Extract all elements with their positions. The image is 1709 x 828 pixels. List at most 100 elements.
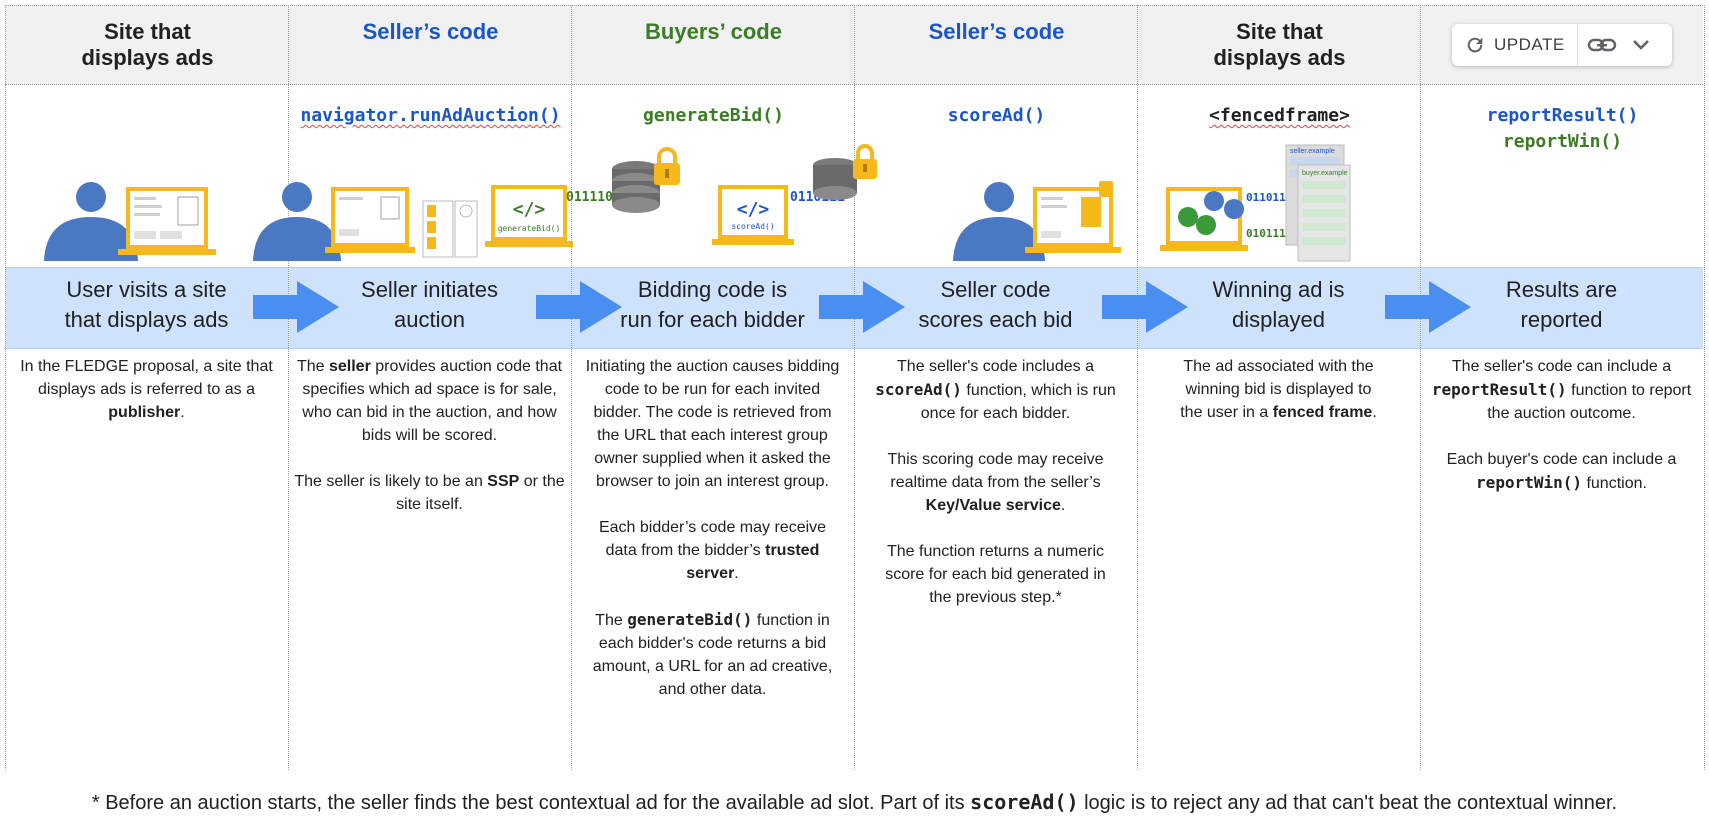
code-term: scoreAd() (875, 380, 962, 399)
description-paragraph: The ad associated with the winning bid i… (1180, 355, 1377, 424)
text-run: The (296, 358, 329, 375)
description-paragraph: Each buyer's code can include a reportWi… (1426, 448, 1697, 495)
description-bidding: Initiating the auction causes bidding co… (583, 355, 842, 724)
column-header: Seller’s code (362, 19, 499, 44)
code-term: reportResult() (1431, 380, 1567, 399)
description-paragraph: The seller's code includes a scoreAd() f… (873, 355, 1118, 425)
arrow-right-icon (1385, 281, 1471, 333)
code-snippet: generateBid() (572, 103, 855, 129)
chevron-down-icon[interactable] (1632, 39, 1650, 51)
bold-term: SSP (487, 473, 520, 490)
bold-term: publisher (108, 404, 181, 421)
buyer-domain-label: buyer.example (1302, 170, 1348, 177)
link-icon[interactable] (1587, 37, 1616, 53)
bold-term: Key/Value service (925, 497, 1061, 514)
seller-auction-illustration: </> generateBid() (253, 182, 573, 261)
bold-term: trusted server (686, 542, 820, 582)
text-run: provides auction code that specifies whi… (302, 358, 563, 444)
update-label: UPDATE (1494, 35, 1565, 54)
column-fenced-frame: Site that displays ads <fencedframe> 011… (1137, 5, 1421, 770)
code-report-result: reportResult() (1486, 105, 1639, 126)
description-paragraph: The seller's code can include a reportRe… (1426, 355, 1697, 425)
description-paragraph: This scoring code may receive realtime d… (873, 448, 1118, 517)
step-label-user-visits: User visits a site that displays ads (64, 277, 229, 332)
fenced-frame-illustration: 0110111 01011111 seller.example buyer.ex… (1160, 144, 1351, 262)
column-buyers-code: Buyers’ code generateBid() 01111010 </> … (566, 5, 855, 770)
description-reporting: The seller's code can include a reportRe… (1426, 355, 1697, 518)
code-report-win: reportWin() (1502, 131, 1623, 152)
refresh-icon (1467, 37, 1483, 53)
scoring-illustration (813, 144, 1121, 261)
text-run: function in each bidder's code returns a… (592, 612, 833, 698)
arrow-right-icon (253, 281, 339, 333)
code-run-ad-auction: navigator.runAdAuction() (300, 105, 561, 126)
column-header: Site that displays ads (1213, 19, 1346, 70)
description-paragraph: The seller is likely to be an SSP or the… (294, 470, 565, 516)
code-term: generateBid() (627, 610, 753, 629)
update-button[interactable]: UPDATE (1452, 24, 1578, 66)
bidding-illustration: 01111010 </> scoreAd() 0110111 (566, 147, 845, 245)
text-run: or the site itself. (396, 473, 565, 513)
arrow-right-icon (536, 281, 622, 333)
text-run: . (180, 404, 185, 421)
text-run: In the FLEDGE proposal, a site that disp… (20, 358, 273, 398)
text-run: The seller's code includes a (897, 358, 1094, 375)
text-run: The seller's code can include a (1451, 358, 1672, 375)
description-paragraph: The generateBid() function in each bidde… (583, 608, 842, 701)
step-label-reporting: Results are reported (1505, 277, 1618, 332)
text-run: Each buyer's code can include a (1446, 451, 1677, 468)
text-run: The (595, 612, 628, 629)
column-seller-scoring: Seller’s code scoreAd() (813, 5, 1138, 770)
step-label-bidding: Bidding code is run for each bidder (620, 277, 805, 332)
svg-text:</>: </> (737, 199, 770, 220)
description-paragraph: In the FLEDGE proposal, a site that disp… (11, 355, 282, 424)
code-snippet: scoreAd() (855, 103, 1138, 129)
text-run: logic is to reject any ad that can't bea… (1078, 792, 1618, 814)
text-run: . (1372, 404, 1377, 421)
step-label-winning-ad: Winning ad is displayed (1212, 277, 1345, 332)
arrow-right-icon (819, 281, 905, 333)
text-run: Each bidder’s code may receive data from… (598, 519, 827, 559)
bits-top: 0110111 (1246, 191, 1293, 204)
text-run: * Before an auction starts, the seller f… (91, 792, 971, 814)
description-seller-auction: The seller provides auction code that sp… (294, 355, 565, 539)
column-publisher: Site that displays ads (5, 5, 289, 770)
code-generate-bid: generateBid() (643, 105, 784, 126)
text-run: function to report the auction outcome. (1487, 382, 1692, 422)
arrow-right-icon (1102, 281, 1188, 333)
description-fenced-frame: The ad associated with the winning bid i… (1180, 355, 1377, 447)
code-fenced-frame: <fencedframe> (1209, 105, 1350, 126)
text-run: . (734, 565, 739, 582)
step-label-scoring: Seller code scores each bid (918, 277, 1073, 332)
code-term: reportWin() (1476, 473, 1583, 492)
column-header: Buyers’ code (645, 19, 782, 44)
bold-term: fenced frame (1272, 404, 1373, 421)
column-seller-auction: Seller’s code navigator.runAdAuction() <… (253, 5, 573, 770)
description-paragraph: The seller provides auction code that sp… (294, 355, 565, 447)
text-run: The function returns a numeric score for… (885, 543, 1106, 606)
column-reporting: reportResult() reportWin() (1420, 5, 1705, 770)
code-snippet: navigator.runAdAuction() (289, 103, 572, 129)
code-snippet: <fencedframe> (1138, 103, 1421, 129)
illustration-generate-bid-label: generateBid() (498, 224, 561, 233)
embed-toolbar: UPDATE (1452, 24, 1672, 66)
seller-domain-label: seller.example (1290, 148, 1335, 155)
step-label-seller-initiates: Seller initiates auction (361, 277, 498, 332)
text-run: The ad associated with the winning bid i… (1180, 358, 1374, 421)
bold-term: seller (328, 358, 371, 375)
svg-text:</>: </> (513, 199, 546, 220)
footnote: * Before an auction starts, the seller f… (0, 790, 1709, 815)
description-paragraph: Initiating the auction causes bidding co… (583, 355, 842, 493)
text-run: . (1060, 497, 1066, 514)
description-paragraph: The function returns a numeric score for… (873, 540, 1118, 609)
description-scoring: The seller's code includes a scoreAd() f… (873, 355, 1118, 632)
column-header: Seller’s code (928, 19, 1065, 44)
code-snippet: reportResult() reportWin() (1421, 103, 1704, 155)
text-run: Initiating the auction causes bidding co… (585, 358, 840, 490)
description-paragraph: Each bidder’s code may receive data from… (583, 516, 842, 585)
user-laptop-illustration (44, 182, 216, 261)
column-header: Site that displays ads (81, 19, 214, 70)
description-publisher: In the FLEDGE proposal, a site that disp… (11, 355, 282, 447)
text-run: function. (1582, 475, 1647, 492)
fledge-diagram: Site that displays ads Seller’s code nav… (5, 5, 1705, 770)
